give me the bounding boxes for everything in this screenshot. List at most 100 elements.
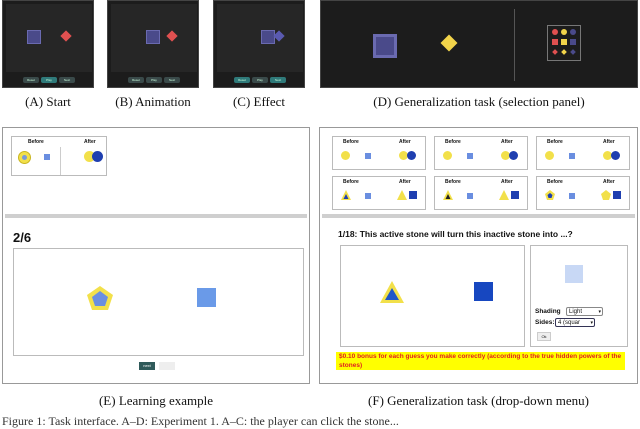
history-card: Before After <box>11 136 107 176</box>
circle-stone-result <box>407 151 416 160</box>
option-circle-yellow[interactable] <box>561 29 567 35</box>
circle-stone <box>341 151 350 160</box>
triangle-stone <box>341 190 351 200</box>
square-stone <box>365 193 371 199</box>
stage <box>340 245 525 347</box>
stage <box>13 248 304 356</box>
square-stone <box>373 34 397 58</box>
circle-stone <box>545 151 554 160</box>
circle-stone-after <box>603 151 612 160</box>
option-circle-red[interactable] <box>552 29 558 35</box>
history-card: Before After <box>434 176 528 210</box>
before-label: Before <box>547 179 563 185</box>
screenshot-start: Reset Play Next <box>2 0 94 88</box>
divider <box>514 9 515 81</box>
reset-button[interactable]: Reset <box>128 77 144 83</box>
after-label: After <box>84 139 96 145</box>
play-button[interactable]: Play <box>146 77 162 83</box>
diamond-stone <box>440 34 458 52</box>
circle-stone-result <box>611 151 620 160</box>
square-stone <box>467 153 473 159</box>
caption-d: (D) Generalization task (selection panel… <box>373 94 585 109</box>
preview-square <box>565 265 583 283</box>
divider <box>60 147 61 175</box>
circle-stone-result <box>92 151 103 162</box>
separator <box>5 214 307 218</box>
history-card: Before After <box>536 136 630 170</box>
chevron-down-icon: ▾ <box>590 320 593 326</box>
pentagon-stone <box>87 286 113 310</box>
ok-button[interactable]: Ok <box>537 332 551 341</box>
next-button[interactable]: Next <box>270 77 286 83</box>
option-circle-blue[interactable] <box>570 29 576 35</box>
triangle-stone-after <box>397 190 407 200</box>
history-card: Before After <box>434 136 528 170</box>
circle-stone-after <box>399 151 408 160</box>
chevron-down-icon: ▾ <box>598 309 601 315</box>
after-label: After <box>603 179 615 185</box>
screenshot-effect: Reset Play Next <box>213 0 305 88</box>
triangle-stone-after <box>499 190 509 200</box>
reset-button[interactable]: Reset <box>23 77 39 83</box>
figure-footer: Figure 1: Task interface. A–D: Experimen… <box>2 414 399 428</box>
square-stone <box>44 154 50 160</box>
after-label: After <box>399 139 411 145</box>
square-stone <box>569 153 575 159</box>
shading-select[interactable]: Light ▾ <box>566 307 603 316</box>
caption-a: (A) Start <box>25 94 71 109</box>
sides-select[interactable]: 4 (squar ▾ <box>555 318 595 327</box>
option-square-red[interactable] <box>552 39 558 45</box>
next-button[interactable]: next <box>139 362 155 370</box>
bonus-banner: $0.10 bonus for each guess you make corr… <box>336 352 625 370</box>
after-label: After <box>603 139 615 145</box>
pentagon-stone <box>545 190 555 200</box>
stage <box>217 4 303 72</box>
play-button[interactable]: Play <box>252 77 268 83</box>
square-stone <box>146 30 160 44</box>
square-stone <box>569 193 575 199</box>
stage <box>6 4 92 72</box>
square-stone <box>197 288 216 307</box>
option-diamond-yellow[interactable] <box>561 49 567 55</box>
sides-value: 4 (squar <box>558 320 581 326</box>
before-label: Before <box>343 179 359 185</box>
screenshot-animation: Reset Play Next <box>107 0 199 88</box>
next-button[interactable]: Next <box>59 77 75 83</box>
square-stone <box>467 193 473 199</box>
after-label: After <box>399 179 411 185</box>
caption-e: (E) Learning example <box>98 393 214 408</box>
play-button[interactable]: Play <box>41 77 57 83</box>
selection-grid[interactable] <box>547 25 581 61</box>
square-stone <box>474 282 493 301</box>
circle-stone-result <box>509 151 518 160</box>
question-text: 1/18: This active stone will turn this i… <box>338 229 573 239</box>
option-diamond-blue[interactable] <box>570 49 576 55</box>
before-label: Before <box>28 139 44 145</box>
before-label: Before <box>343 139 359 145</box>
pentagon-stone-after <box>601 190 611 200</box>
option-square-blue[interactable] <box>570 39 576 45</box>
before-label: Before <box>547 139 563 145</box>
caption-b: (B) Animation <box>115 94 191 109</box>
after-label: After <box>501 139 513 145</box>
learning-example-panel: Before After 2/6 next <box>2 127 310 384</box>
triangle-stone <box>380 281 404 303</box>
circle-stone <box>443 151 452 160</box>
shading-label: Shading <box>535 308 561 315</box>
after-label: After <box>501 179 513 185</box>
option-square-yellow[interactable] <box>561 39 567 45</box>
circle-stone-after <box>501 151 510 160</box>
answer-panel: Shading Light ▾ Sides: 4 (squar ▾ Ok <box>530 245 628 347</box>
square-stone <box>261 30 275 44</box>
caption-f: (F) Generalization task (drop-down menu) <box>368 393 589 408</box>
circle-stone-after <box>84 151 95 162</box>
separator <box>322 214 635 218</box>
before-label: Before <box>445 139 461 145</box>
screenshot-selection-panel <box>320 0 638 88</box>
next-button[interactable]: Next <box>164 77 180 83</box>
circle-stone-inner <box>22 155 27 160</box>
option-diamond-red[interactable] <box>552 49 558 55</box>
reset-button[interactable]: Reset <box>234 77 250 83</box>
square-stone <box>365 153 371 159</box>
disabled-button <box>159 362 175 370</box>
